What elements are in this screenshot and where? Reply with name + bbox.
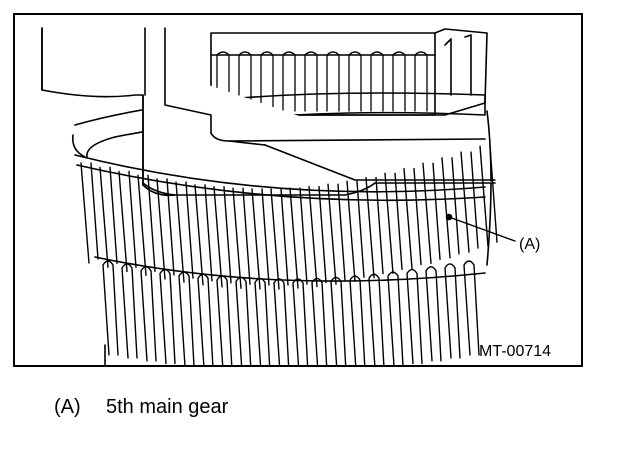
gear-tooth xyxy=(422,162,441,265)
legend-description: 5th main gear xyxy=(106,396,229,418)
gear-tooth xyxy=(460,151,479,253)
spline-tooth xyxy=(348,51,362,112)
gear-tooth xyxy=(194,184,213,286)
gear-tooth xyxy=(254,277,271,365)
gear-tooth xyxy=(368,273,385,365)
gear-tooth xyxy=(425,266,442,362)
gear-tooth xyxy=(99,166,118,268)
gear-tooth xyxy=(444,263,461,359)
spline-tooth xyxy=(304,51,318,112)
spline-tooth xyxy=(392,51,406,112)
spline-tooth xyxy=(282,51,296,112)
gear-tooth xyxy=(384,172,403,275)
gear-tooth xyxy=(273,278,290,365)
figure-frame: (A) MT-00714 xyxy=(13,13,583,367)
upper-spline-gear xyxy=(210,28,488,116)
gear-tooth xyxy=(406,268,423,365)
gear-tooth xyxy=(80,162,99,264)
gear-tooth xyxy=(292,278,309,365)
gear-tooth xyxy=(289,187,308,289)
gear-tooth xyxy=(387,271,404,365)
spline-tooth xyxy=(326,51,340,112)
gear-tooth xyxy=(175,181,194,283)
gear-tooth xyxy=(311,277,328,365)
gear-tooth xyxy=(479,145,498,247)
gear-tooth xyxy=(327,183,346,285)
gear-tooth xyxy=(118,170,137,273)
figure-code: MT-00714 xyxy=(479,343,552,360)
gear-tooth xyxy=(346,180,365,282)
gear-tooth xyxy=(308,185,327,288)
gear-tooth xyxy=(156,178,175,280)
gear-tooth xyxy=(140,266,157,362)
spline-tooth xyxy=(414,51,428,112)
legend-key: (A) xyxy=(54,396,81,418)
gear-tooth xyxy=(270,188,289,290)
transmission-drawing xyxy=(41,27,516,365)
callout-leader xyxy=(445,213,516,242)
callout-label-a: (A) xyxy=(519,236,541,253)
gear-tooth xyxy=(251,188,270,290)
fifth-main-gear xyxy=(74,145,498,365)
gear-tooth xyxy=(178,271,195,365)
gear-tooth xyxy=(121,263,138,359)
gear-tooth xyxy=(403,167,422,270)
gear-tooth xyxy=(463,260,480,356)
legend: (A) 5th main gear xyxy=(54,395,228,419)
gear-tooth xyxy=(159,268,176,365)
gear-tooth xyxy=(235,276,252,365)
gear-tooth xyxy=(137,174,156,277)
gear-tooth xyxy=(330,276,347,365)
gear-tooth xyxy=(102,260,119,356)
gear-tooth xyxy=(441,157,460,259)
gear-tooth xyxy=(197,273,214,365)
gear-tooth xyxy=(213,186,232,288)
press-tool-block xyxy=(41,27,496,197)
gear-tooth xyxy=(232,187,251,289)
gear-tooth xyxy=(349,275,366,365)
gear-tooth xyxy=(365,176,384,279)
spline-tooth xyxy=(260,51,274,112)
gear-tooth xyxy=(216,275,233,365)
spline-tooth xyxy=(370,51,384,112)
